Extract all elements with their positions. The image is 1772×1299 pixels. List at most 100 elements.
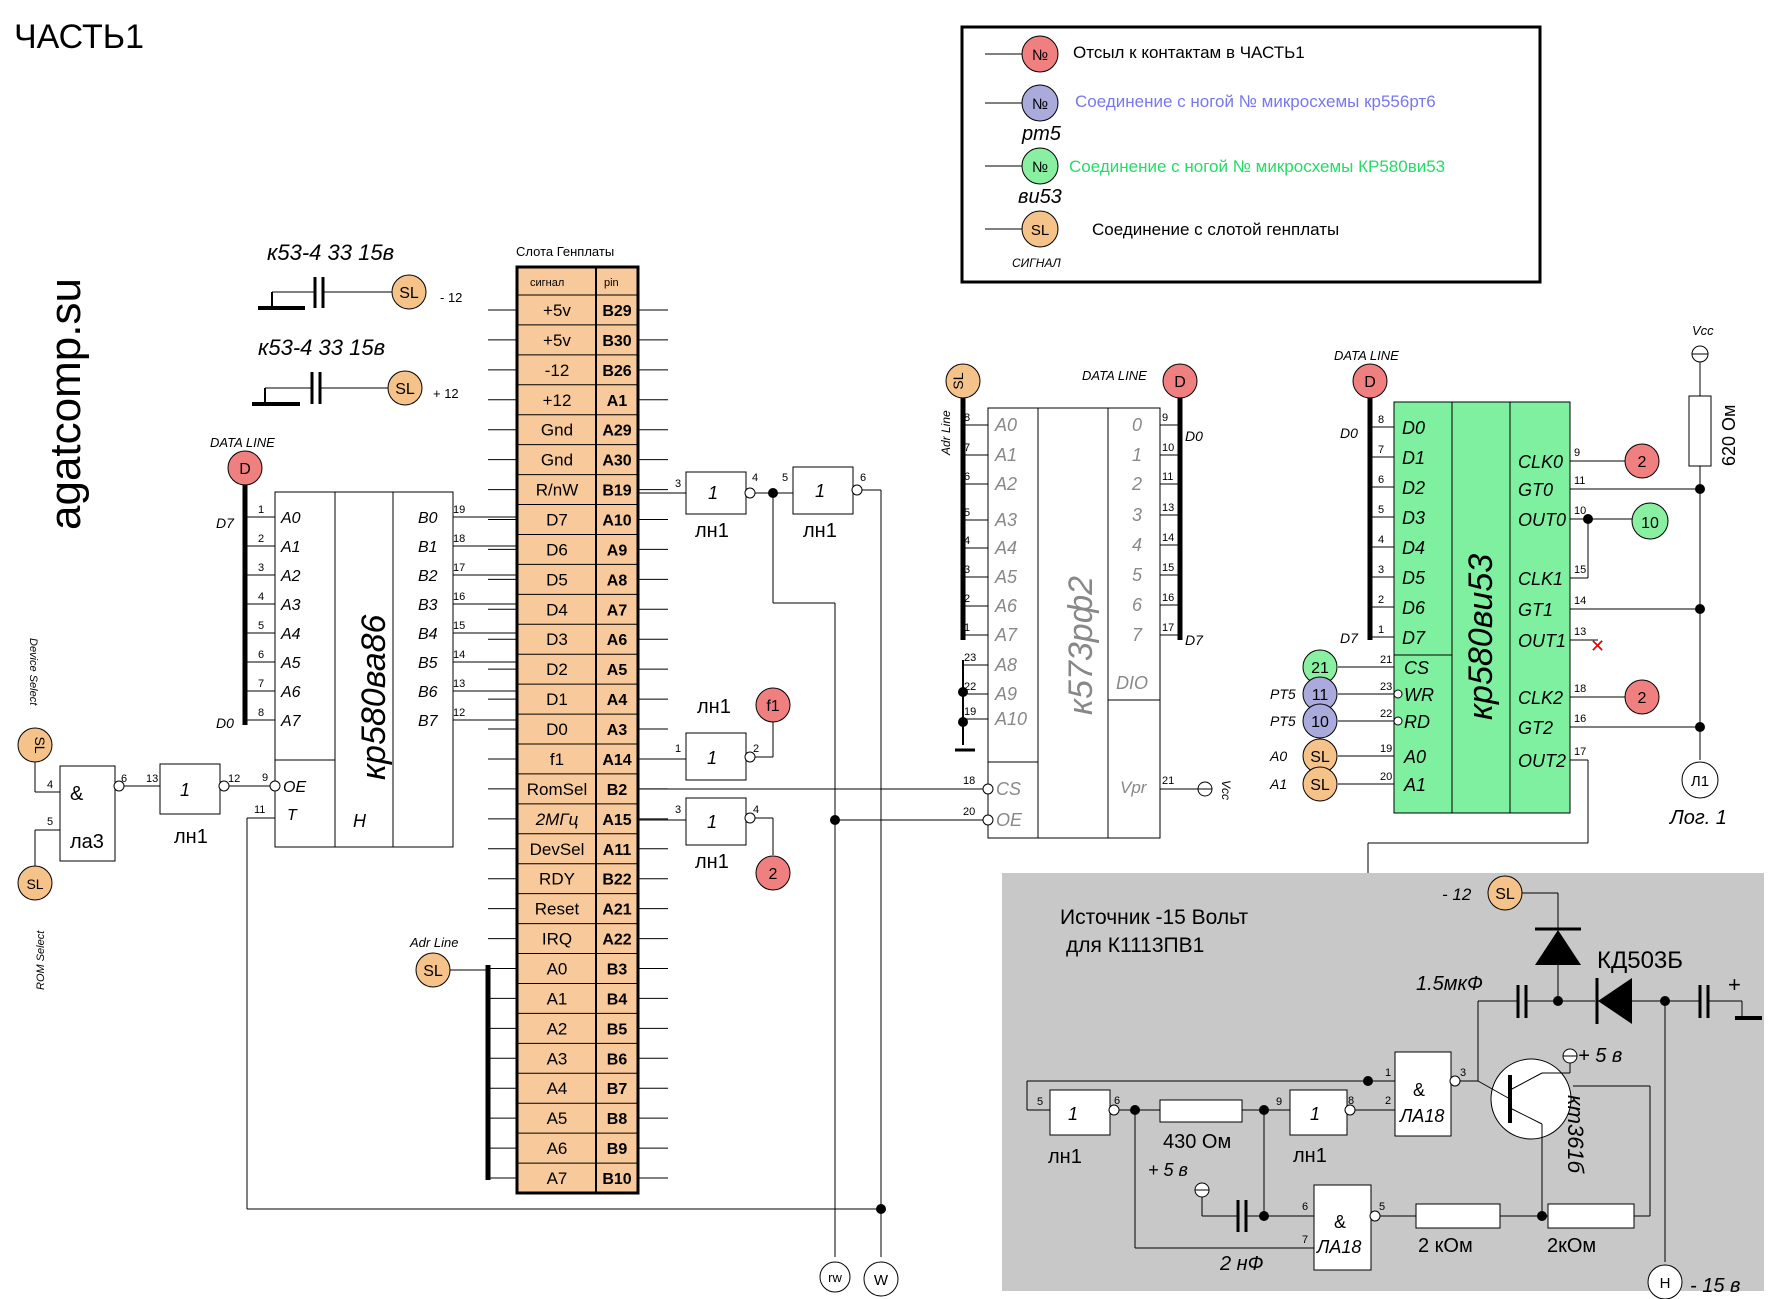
va86-pin-num: 3 — [258, 562, 264, 574]
rf2-pin-num: 7 — [964, 442, 970, 454]
vi53-pin-num: 4 — [1378, 534, 1384, 546]
rnw-inverters: 3 1 4 5 1 6 лн1 лн1 rw W — [638, 466, 899, 1297]
rf2-a-pin: A7 — [994, 625, 1018, 645]
svg-text:D: D — [1364, 374, 1376, 391]
svg-text:11: 11 — [254, 804, 265, 816]
svg-text:Adr Line: Adr Line — [409, 935, 458, 950]
va86-a-pin: A6 — [280, 684, 301, 701]
rf2-pin-num: 10 — [1162, 442, 1174, 454]
vi53-ctl-symbol — [1302, 766, 1338, 802]
svg-text:DATA LINE: DATA LINE — [1334, 348, 1399, 363]
slot-row-signal: R/nW — [536, 481, 579, 500]
slot-row-signal: f1 — [550, 750, 564, 769]
legend-vi53-symbol — [1021, 147, 1059, 185]
slot-row-pin: A29 — [602, 423, 631, 440]
slot-row-pin: B5 — [607, 1021, 628, 1038]
vi53-ctl-symbol-label: 21 — [1311, 660, 1329, 677]
rf2-pin-num: 15 — [1162, 562, 1174, 574]
vi53-ctl-symbol — [1302, 703, 1338, 739]
slot-row-pin: B3 — [607, 962, 628, 979]
f1-inverter: 1 1 2 f1 лн1 — [638, 687, 791, 781]
svg-text:DATA LINE: DATA LINE — [1082, 368, 1147, 383]
svg-text:H: H — [353, 811, 367, 831]
slot-row-signal: D3 — [546, 630, 568, 649]
vi53-pin-num: 18 — [1574, 683, 1586, 695]
svg-text:SL: SL — [1495, 886, 1515, 903]
vi53-ctl-symbol-label: SL — [1310, 777, 1330, 794]
slot-row-signal: A2 — [547, 1019, 568, 1038]
svg-text:1.5мкФ: 1.5мкФ — [1416, 973, 1483, 995]
svg-text:f1: f1 — [766, 698, 779, 715]
svg-text:лн1: лн1 — [1293, 1145, 1327, 1167]
svg-text:+ 12: + 12 — [433, 386, 459, 401]
svg-text:Vpr: Vpr — [1120, 778, 1148, 797]
chip-va86-name: кр580ва86 — [355, 614, 393, 780]
gate-ln1-left — [1049, 1089, 1111, 1136]
svg-text:к53-4 33 15в: к53-4 33 15в — [267, 240, 394, 265]
slot-row-signal: D7 — [546, 511, 568, 530]
rf2-a-pin: A8 — [994, 655, 1017, 675]
svg-text:✕: ✕ — [1590, 636, 1605, 656]
vi53-right-pin: GT2 — [1518, 718, 1553, 738]
svg-text:1: 1 — [707, 812, 717, 832]
svg-text:1: 1 — [1310, 1104, 1320, 1124]
va86-b-pin: B2 — [418, 568, 438, 585]
rf2-a-pin: A9 — [994, 684, 1017, 704]
slot-row-pin: A8 — [607, 572, 628, 589]
vi53-pin-num: 19 — [1380, 743, 1392, 755]
svg-text:6: 6 — [1114, 1095, 1120, 1107]
va86-pin-num: 5 — [258, 620, 264, 632]
svg-text:№: № — [1032, 96, 1048, 113]
svg-text:1: 1 — [180, 780, 190, 800]
svg-text:СИГНАЛ: СИГНАЛ — [1012, 256, 1061, 270]
slot-row-signal: Gnd — [541, 451, 573, 470]
svg-text:- 15 в: - 15 в — [1690, 1275, 1740, 1297]
svg-text:13: 13 — [146, 773, 158, 785]
svg-text:OE: OE — [996, 810, 1023, 830]
slot-row-pin: A15 — [602, 812, 631, 829]
select-logic: SL Device Select 4 SL ROM Select 5 & ла3… — [17, 638, 886, 1214]
vi53-d-pin: D5 — [1402, 568, 1426, 588]
svg-text:сигнал: сигнал — [530, 277, 564, 289]
slot-row-pin: B29 — [602, 303, 631, 320]
slot-title: Слота Генплаты — [516, 244, 614, 259]
gate-la18-top — [1394, 1051, 1452, 1137]
svg-text:+: + — [1728, 972, 1741, 997]
slot-row-signal: Reset — [535, 900, 580, 919]
psu-block: Источник -15 Вольт для К1113ПВ1 - 12 SL … — [1002, 873, 1764, 1299]
vi53-pin-num: 8 — [1378, 414, 1384, 426]
vi53-pin-num: 15 — [1574, 564, 1586, 576]
vi53-pin-num: 17 — [1574, 746, 1586, 758]
svg-text:1: 1 — [708, 483, 718, 503]
legend-item-ref: Отсыл к контактам в ЧАСТЬ1 — [1073, 43, 1305, 62]
rf2-d-pin: 1 — [1132, 445, 1142, 465]
svg-text:D0: D0 — [1185, 428, 1203, 444]
slot-row-pin: A4 — [607, 692, 628, 709]
svg-text:W: W — [874, 1272, 889, 1289]
svg-text:D7: D7 — [1340, 630, 1359, 646]
svg-text:&: & — [1334, 1212, 1346, 1232]
vi53-d-pin: D0 — [1402, 418, 1425, 438]
slot-row-signal: A7 — [547, 1169, 568, 1188]
legend-box: № Отсыл к контактам в ЧАСТЬ1 № рт5 Соеди… — [960, 25, 1542, 284]
svg-text:ROM Select: ROM Select — [35, 930, 47, 990]
svg-text:2кОм: 2кОм — [1547, 1235, 1596, 1257]
slot-row-signal: D4 — [546, 600, 568, 619]
svg-text:2: 2 — [1638, 454, 1647, 471]
svg-text:SL: SL — [1031, 222, 1049, 239]
resistor-2k-2 — [1547, 1203, 1635, 1229]
vi53-pin-num: 20 — [1380, 771, 1392, 783]
va86-pin-num: 1 — [258, 504, 264, 516]
slot-row-pin: B8 — [607, 1111, 628, 1128]
svg-text:6: 6 — [860, 472, 866, 484]
rf2-pin-num: 14 — [1162, 532, 1174, 544]
svg-text:9: 9 — [262, 772, 268, 784]
vi53-pin-num: 21 — [1380, 654, 1392, 666]
vi53-right-pin: GT0 — [1518, 480, 1553, 500]
svg-text:4: 4 — [47, 779, 53, 791]
slot-row-signal: RDY — [539, 870, 575, 889]
va86-a-pin: A4 — [280, 626, 301, 643]
gate-ln1-mid — [1289, 1089, 1348, 1136]
svg-text:Vcc: Vcc — [1692, 323, 1714, 338]
